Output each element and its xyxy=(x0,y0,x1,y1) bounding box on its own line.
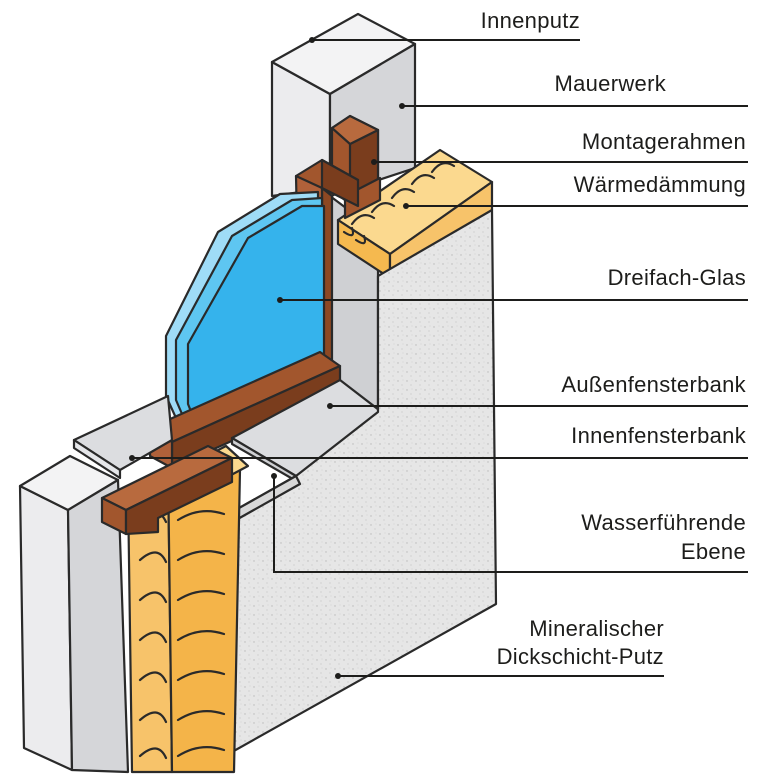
lower-plaster-face xyxy=(18,484,74,772)
labels: Innenputz Mauerwerk Montagerahmen Wärmed… xyxy=(481,8,747,669)
label-putz-line1: Mineralischer xyxy=(529,616,664,641)
label-dreifach-glas: Dreifach-Glas xyxy=(608,265,746,290)
label-wasserfuehrende-line2: Ebene xyxy=(681,539,746,564)
mounting-frame-lower xyxy=(100,444,234,536)
label-wasserfuehrende-line1: Wasserführende xyxy=(581,510,746,535)
interior-sill xyxy=(72,394,174,480)
label-waermedaemmung: Wärmedämmung xyxy=(574,172,746,197)
label-mauerwerk: Mauerwerk xyxy=(554,71,666,96)
label-putz-line2: Dickschicht-Putz xyxy=(497,644,664,669)
mounting-frame-upper xyxy=(330,114,382,220)
label-montagerahmen: Montagerahmen xyxy=(582,129,746,154)
label-aussenfensterbank: Außenfensterbank xyxy=(561,372,746,397)
label-innenputz: Innenputz xyxy=(481,8,580,33)
label-innenfensterbank: Innenfensterbank xyxy=(571,423,747,448)
lower-wall xyxy=(18,444,250,774)
lower-masonry-face xyxy=(66,478,130,774)
leader-lines xyxy=(129,37,748,679)
